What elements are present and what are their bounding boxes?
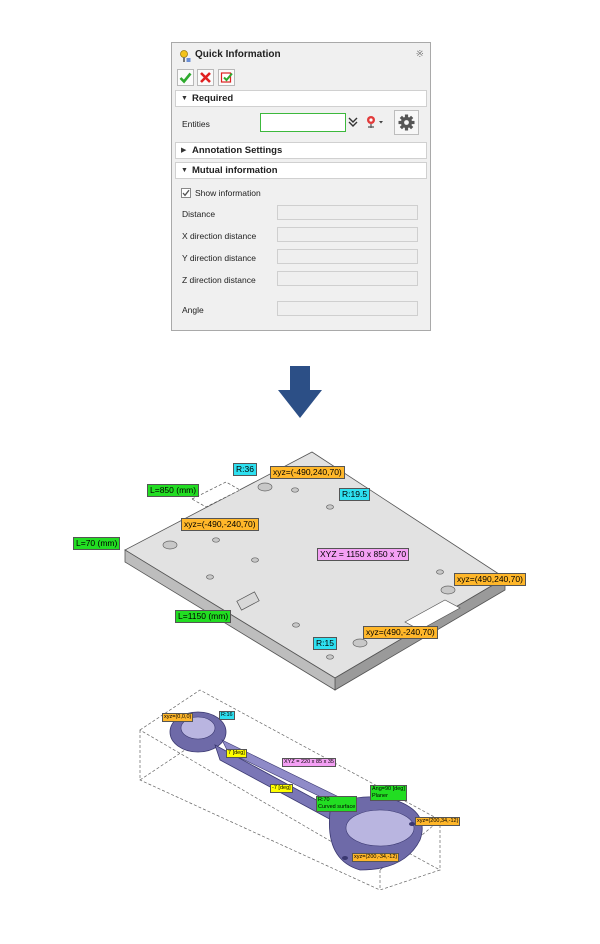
- coordinate-annotation: xyz=(490,240,70): [454, 573, 526, 586]
- coordinate-annotation: xyz=(-490,-240,70): [181, 518, 259, 531]
- settings-button[interactable]: [394, 110, 419, 135]
- pin-icon[interactable]: ※: [415, 49, 424, 60]
- expanded-arrow-icon: ▼: [181, 95, 188, 102]
- x-distance-field[interactable]: [277, 227, 418, 242]
- apply-button[interactable]: [218, 69, 235, 86]
- section-annotation-settings[interactable]: ▶ Annotation Settings: [175, 142, 427, 159]
- plate-model: [124, 451, 506, 691]
- apply-icon: [220, 72, 233, 83]
- angle-annotation: -7 [deg]: [270, 784, 293, 793]
- radius-annotation: R:19.5: [339, 488, 371, 501]
- check-icon: [182, 189, 190, 197]
- filter-icon[interactable]: [365, 115, 385, 129]
- coordinate-annotation: xyz=(200,34,-12): [415, 817, 461, 826]
- title-bar: Quick Information ※: [172, 43, 430, 69]
- radius-annotation: R:36: [233, 463, 257, 476]
- close-icon: [200, 72, 211, 83]
- expanded-arrow-icon: ▼: [181, 167, 188, 174]
- collapsed-arrow-icon: ▶: [181, 147, 187, 154]
- bounding-box-annotation: XYZ = 1150 x 850 x 70: [317, 548, 410, 561]
- z-distance-field[interactable]: [277, 271, 418, 286]
- radius-annotation: R:15: [313, 637, 337, 650]
- section-required[interactable]: ▼ Required: [175, 90, 427, 107]
- show-information-checkbox[interactable]: [181, 188, 191, 198]
- y-distance-field[interactable]: [277, 249, 418, 264]
- radius-curved-annotation: R:70 Curved surface: [316, 796, 358, 812]
- distance-field[interactable]: [277, 205, 418, 220]
- down-arrow-icon: [278, 366, 322, 418]
- quick-information-dialog: Quick Information ※ ▼ Required Entities: [171, 42, 431, 331]
- angle-field[interactable]: [277, 301, 418, 316]
- angle-label: Angle: [182, 305, 204, 315]
- show-information-label: Show information: [195, 188, 261, 198]
- check-icon: [179, 72, 192, 84]
- gear-icon: [398, 114, 415, 131]
- radius-annotation: R:16: [219, 711, 235, 720]
- chevron-down-icon[interactable]: [348, 115, 358, 129]
- dialog-title: Quick Information: [195, 49, 281, 60]
- coordinate-annotation: xyz=(200,-34,-12): [352, 853, 400, 862]
- length-annotation: L=1150 (mm): [175, 610, 232, 623]
- x-distance-label: X direction distance: [182, 231, 257, 241]
- ok-button[interactable]: [177, 69, 194, 86]
- length-annotation: L=850 (mm): [147, 484, 200, 497]
- angle-planar-annotation: Ang=90 [deg] Planer: [370, 785, 407, 801]
- quick-info-icon: [180, 50, 191, 62]
- connecting-rod-model: [139, 689, 441, 890]
- section-mutual-information[interactable]: ▼ Mutual information: [175, 162, 427, 179]
- y-distance-label: Y direction distance: [182, 253, 257, 263]
- angle-annotation: 7 [deg]: [226, 749, 247, 758]
- entities-input[interactable]: [260, 113, 346, 132]
- coordinate-annotation: xyz=(0,0,0): [162, 713, 194, 722]
- entities-label: Entities: [182, 119, 210, 129]
- coordinate-annotation: xyz=(-490,240,70): [270, 466, 345, 479]
- coordinate-annotation: xyz=(490,-240,70): [363, 626, 438, 639]
- distance-label: Distance: [182, 209, 216, 219]
- z-distance-label: Z direction distance: [182, 275, 256, 285]
- bounding-box-annotation: XYZ = 220 x 85 x 35: [282, 758, 336, 767]
- length-annotation: L=70 (mm): [73, 537, 121, 550]
- cancel-button[interactable]: [197, 69, 214, 86]
